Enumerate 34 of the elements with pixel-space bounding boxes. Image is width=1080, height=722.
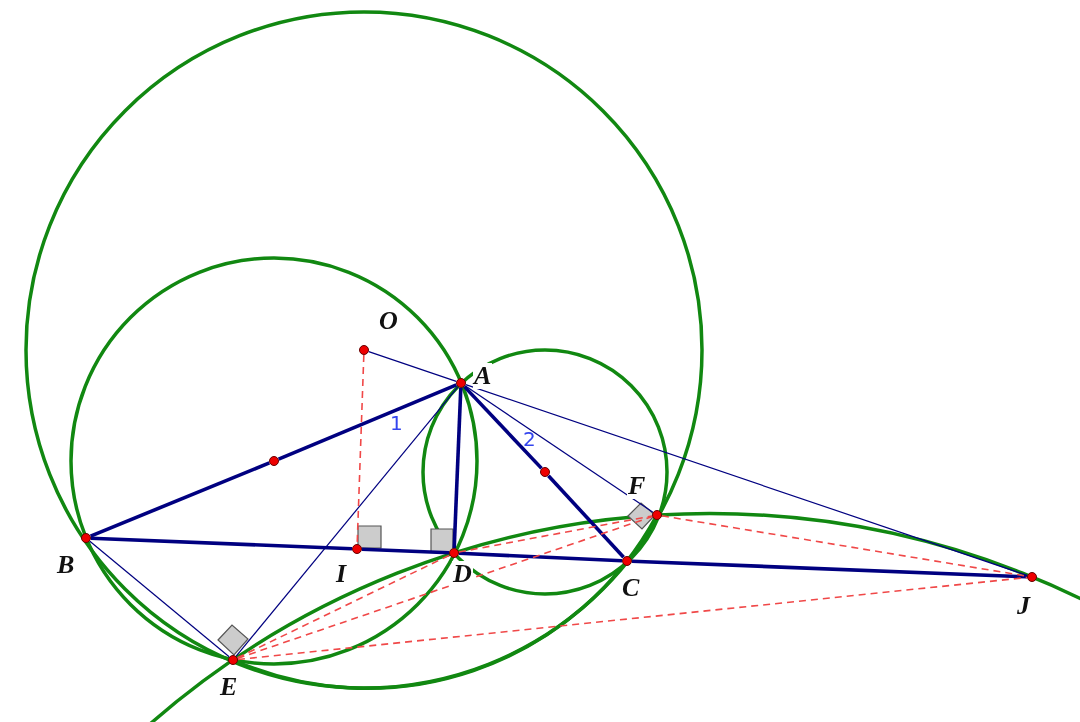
dashed-line [236, 515, 654, 660]
point-marker [228, 655, 238, 665]
point-marker [540, 467, 550, 477]
point-marker [81, 533, 91, 543]
line-segment [235, 386, 459, 657]
point-marker [359, 345, 369, 355]
point-marker [456, 378, 466, 388]
line-segment [361, 547, 450, 555]
line-segment [89, 461, 271, 538]
line-segment [89, 540, 230, 658]
point-marker [449, 548, 459, 558]
point-label: A [473, 363, 493, 389]
line-segment [464, 385, 654, 513]
angle-number: 2 [523, 428, 536, 450]
line-segment [547, 474, 625, 559]
line-segment [277, 383, 458, 461]
point-marker [622, 556, 632, 566]
line-segment [90, 536, 353, 551]
dashed-line [356, 354, 365, 545]
dashed-line [236, 554, 451, 659]
angle-number: 1 [390, 412, 403, 434]
point-marker [269, 456, 279, 466]
line-segment [463, 385, 543, 470]
point-marker [652, 510, 662, 520]
line-segment [368, 351, 457, 382]
line-segment [465, 384, 1028, 576]
dashed-line [237, 576, 1028, 661]
point-marker [352, 544, 362, 554]
dashed-line [458, 515, 653, 553]
line-segment [631, 559, 1028, 579]
point-label: D [452, 561, 473, 587]
point-marker [1027, 572, 1037, 582]
line-segment [452, 387, 463, 549]
line-segment [458, 551, 623, 563]
